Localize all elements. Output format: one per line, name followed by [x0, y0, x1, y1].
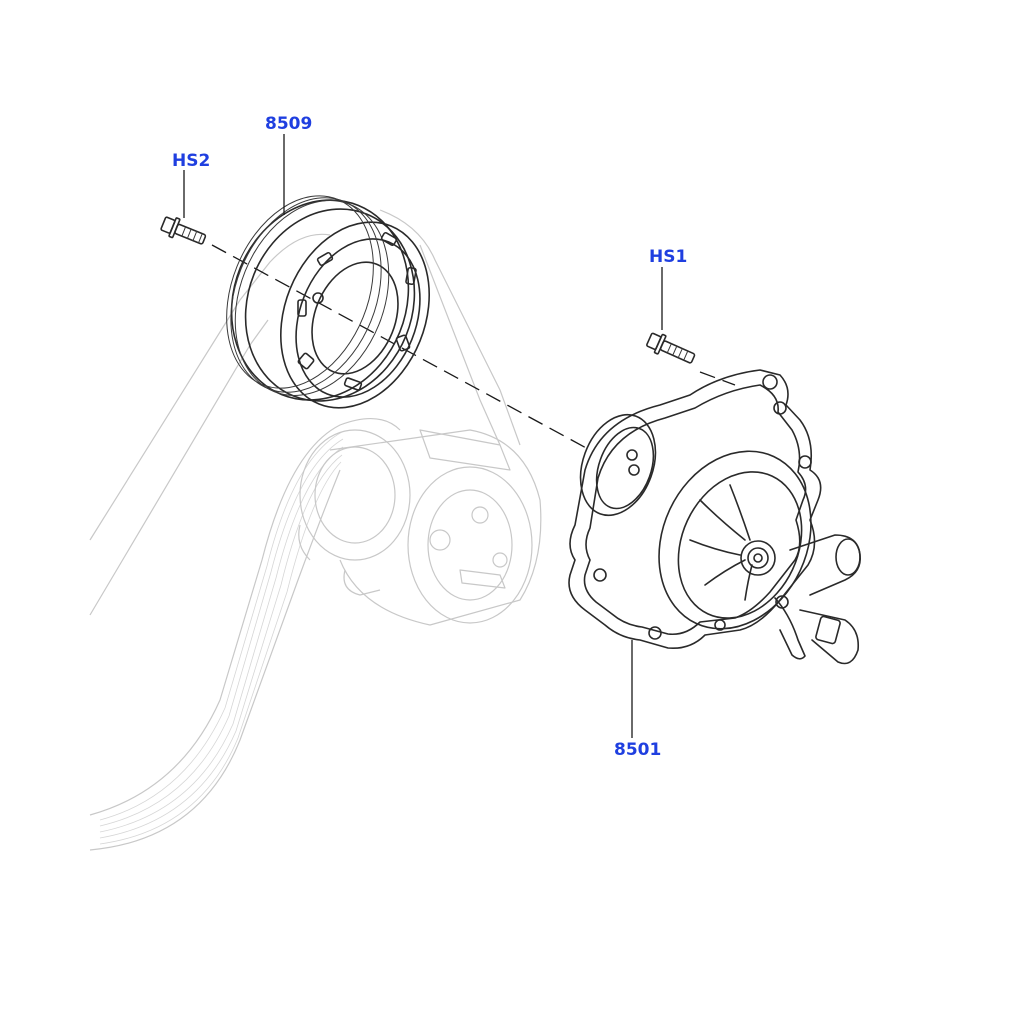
bolt-axis-line: [699, 371, 736, 386]
leader-lines: [183, 134, 663, 738]
drive-belt-ghost: [89, 209, 521, 851]
water-pump-icon[interactable]: [567, 369, 862, 665]
callout-8501[interactable]: 8501: [614, 740, 661, 760]
callout-hs1[interactable]: HS1: [649, 247, 687, 267]
tensioner-ghost: [298, 429, 542, 626]
callout-hs2[interactable]: HS2: [172, 151, 210, 171]
flange-bolt-icon[interactable]: [160, 214, 208, 249]
callout-8509[interactable]: 8509: [265, 114, 312, 134]
flange-bolt-icon[interactable]: [645, 330, 697, 368]
pulley-icon[interactable]: [199, 173, 455, 430]
